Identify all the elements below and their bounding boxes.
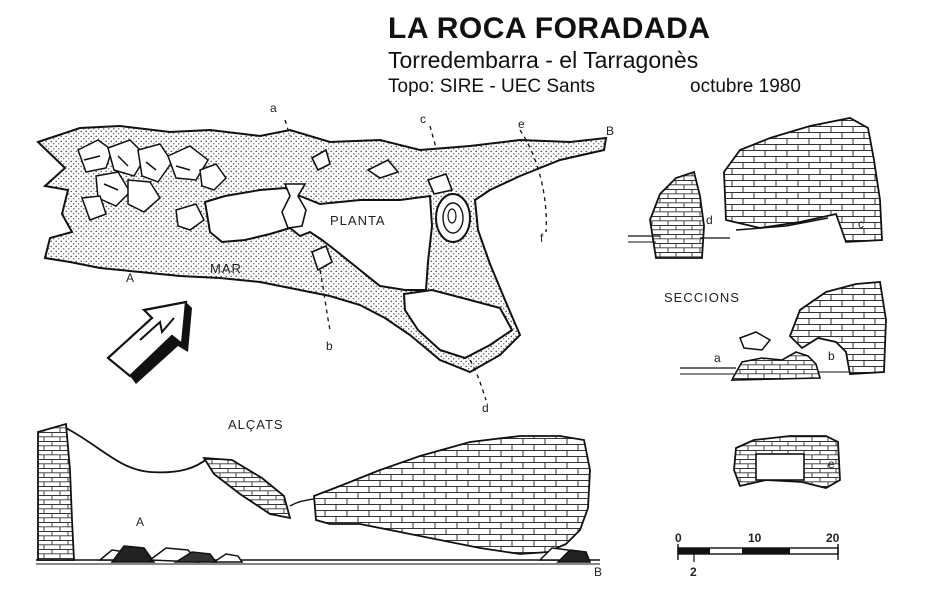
plan-point-f: f [540, 231, 544, 245]
elevation-view [36, 422, 600, 565]
scale-sub-tick: 2 [690, 565, 697, 579]
elevation-point-B: B [594, 565, 603, 579]
north-arrow-icon [106, 300, 192, 384]
sea-label: MAR [210, 261, 242, 276]
plan-label: PLANTA [330, 213, 386, 228]
section-label-d: d [706, 213, 713, 227]
plan-point-e: e [518, 117, 525, 131]
elevation-base-rocks [97, 545, 592, 563]
plan-point-B: B [606, 124, 615, 138]
section-label-a: a [714, 351, 721, 365]
plan-lower-channel [402, 288, 514, 360]
elevation-slab [202, 456, 292, 520]
sections-view [628, 117, 887, 489]
section-traces [284, 119, 547, 401]
plan-view [36, 119, 608, 401]
plan-point-b: b [326, 339, 333, 353]
section-b-arch [788, 281, 887, 375]
section-c-block [723, 117, 883, 243]
location-subtitle: Torredembarra - el Tarragonès [388, 47, 699, 73]
section-label-c: c [858, 217, 864, 231]
section-label-b: b [828, 349, 835, 363]
elevation-arch-curve [65, 427, 209, 474]
plan-point-A: A [126, 271, 135, 285]
plan-point-a: a [270, 101, 277, 115]
survey-date: octubre 1980 [690, 76, 801, 97]
section-d-block [649, 170, 705, 259]
survey-credit: Topo: SIRE - UEC Sants [388, 76, 595, 97]
scale-tick-10: 10 [748, 531, 762, 545]
scale-tick-0: 0 [675, 531, 682, 545]
plan-cavity [203, 186, 434, 291]
sections-title: SECCIONS [664, 290, 740, 305]
elevations-title: ALÇATS [228, 417, 284, 432]
elevation-west-wall [37, 422, 75, 561]
scale-bar [677, 544, 839, 562]
elevation-point-A: A [136, 515, 145, 529]
elevation-east-mass [313, 435, 591, 555]
plan-boulders [77, 139, 227, 231]
plan-point-d: d [482, 401, 489, 415]
plan-shaft [281, 183, 307, 229]
page-title: LA ROCA FORADADA [388, 12, 711, 45]
plan-pillar [435, 193, 471, 243]
scale-tick-20: 20 [826, 531, 840, 545]
section-label-e: e [828, 457, 835, 471]
plan-point-c: c [420, 112, 426, 126]
section-a-floor [730, 351, 822, 381]
